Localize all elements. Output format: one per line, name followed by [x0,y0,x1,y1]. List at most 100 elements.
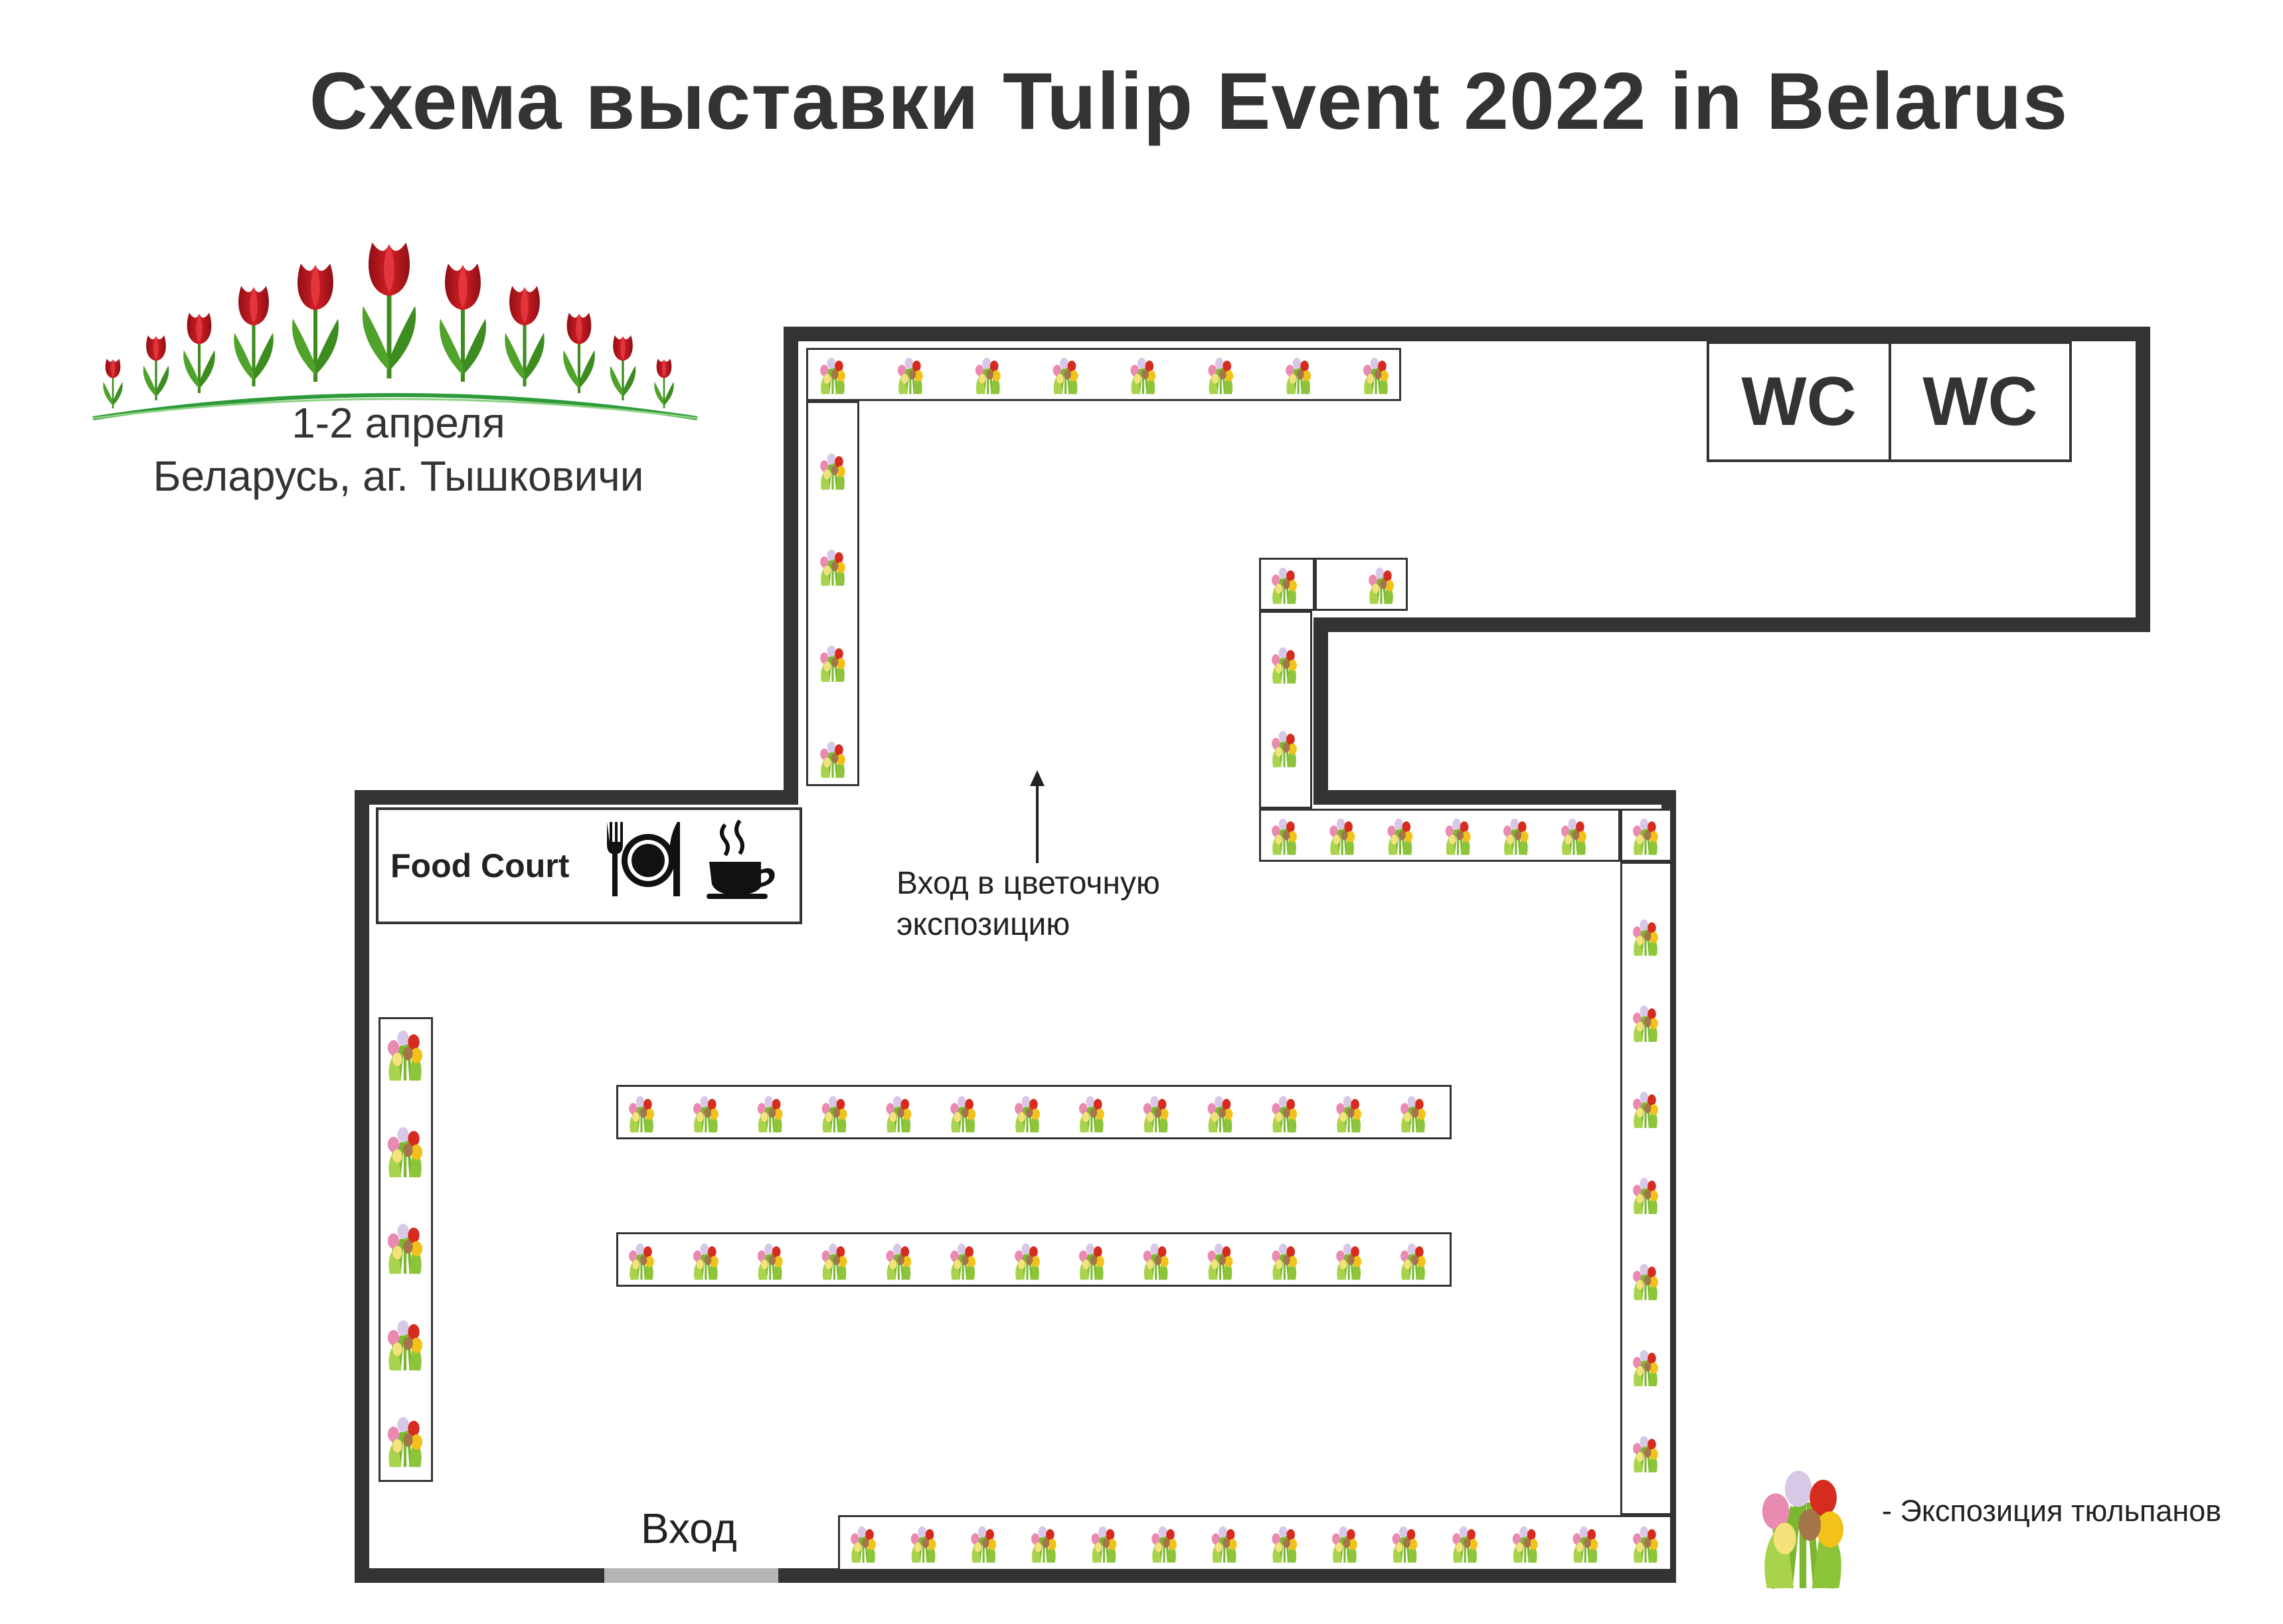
tulip-bouquet-icon [1367,566,1395,606]
tulip-bouquet-icon [1052,357,1080,396]
tulip-bouquet-icon [821,1242,848,1281]
exhibit-strip-middle [1259,809,1620,862]
tulip-bouquet-icon [1207,1242,1234,1281]
wall-bottom-left [355,1568,604,1583]
tulip-bouquet-icon [1335,1242,1363,1281]
tulip-bouquet-icon [1207,357,1234,396]
tulip-bouquet-icon [1207,1095,1234,1134]
tulip-bouquet-icon [756,1242,784,1281]
tulip-bouquet-icon [1078,1095,1106,1134]
tulip-bouquet-icon [1560,817,1588,856]
tulip-bouquet-icon [388,1030,422,1080]
tulip-bouquet-icon [692,1095,720,1134]
tulip-bouquet-icon [1632,1004,1659,1043]
tulip-bouquet-icon [1335,1095,1363,1134]
tulip-bouquet-icon [819,452,847,491]
exhibit-strip-upper-left [806,401,859,786]
tulip-bouquet-icon [388,1417,422,1467]
wc-left-label: WC [1741,363,1857,440]
tulip-bouquet-icon [949,1095,977,1134]
wall-step-vertical [1313,617,1328,805]
tulip-bouquet-icon [1632,1525,1659,1564]
tulip-bouquet-icon [1502,817,1530,856]
tulip-bouquet-icon [1270,1242,1298,1281]
wc-right: WC [1889,341,2072,462]
tulip-bouquet-icon [1632,1177,1659,1216]
tulip-bouquet-icon [1331,1525,1359,1564]
tulip-bouquet-icon [1362,357,1390,396]
wall-bottom-right [778,1568,1676,1583]
tulip-bouquet-icon [1142,1095,1170,1134]
tulip-bouquet-icon [1399,1095,1427,1134]
legend-label: - Экспозиция тюльпанов [1882,1494,2222,1528]
tulip-bouquet-icon [1270,646,1298,685]
exhibit-strip-center-top-left [1259,558,1315,611]
tulip-bouquet-icon [819,740,847,779]
tulip-bouquet-icon [1399,1242,1427,1281]
tulip-bouquet-icon [1090,1525,1118,1564]
tulip-bouquet-icon [885,1095,912,1134]
tulip-bouquet-icon [1632,1435,1659,1474]
exhibit-strip-center-vertical [1259,611,1312,809]
wc-right-label: WC [1922,363,2038,440]
entrance-doorway [604,1568,778,1583]
tulip-bouquet-icon [910,1525,938,1564]
tulip-bouquet-icon [1270,730,1298,769]
tulip-bouquet-icon [1386,817,1414,856]
wall-step-top [1313,617,2150,632]
tulip-bouquet-icon [1270,1095,1298,1134]
tulip-bouquet-icon [819,357,847,396]
tulip-bouquet-icon [1451,1525,1479,1564]
tulip-bouquet-icon [1391,1525,1419,1564]
flower-entrance-note: Вход в цветочную экспозицию [896,863,1160,945]
wall-main-top [355,790,798,805]
wc-left: WC [1707,341,1891,462]
tulip-bouquet-icon [1211,1525,1238,1564]
tulip-bouquet-icon [1013,1242,1041,1281]
tulip-bouquet-icon [692,1242,720,1281]
tulip-bouquet-icon [821,1095,848,1134]
cutlery-plate-icon [607,822,680,896]
tulip-bouquet-icon [1270,1525,1298,1564]
tulip-bouquet-icon [819,548,847,587]
flower-entrance-note-line1: Вход в цветочную [896,866,1160,901]
tulip-bouquet-icon [1142,1242,1170,1281]
tulip-bouquet-icon [388,1321,422,1370]
tulip-bouquet-icon [1270,817,1298,856]
tulip-bouquet-icon [974,357,1002,396]
page-title: Схема выставки Tulip Event 2022 in Belar… [309,56,2069,146]
tulip-bouquet-icon [819,644,847,683]
tulip-bouquet-icon [1328,817,1356,856]
tulip-bouquet-icon [628,1242,655,1281]
food-court-label: Food Court [390,847,570,884]
tulip-bouquet-icon [1632,1348,1659,1388]
tulip-bouquet-icon [1753,1447,1853,1593]
tulip-bouquet-icon [388,1224,422,1273]
coffee-cup-icon [707,819,775,899]
tulip-bouquet-icon [1013,1095,1041,1134]
tulip-bouquet-icon [1129,357,1157,396]
wall-step-lower [1313,790,1676,805]
tulip-bouquet-icon [1632,1090,1659,1129]
wall-upper-top [784,327,2150,341]
tulip-bouquet-icon [1571,1525,1599,1564]
tulip-bouquet-icon [1150,1525,1178,1564]
tulip-bouquet-icon [1511,1525,1539,1564]
tulip-bouquet-icon [849,1525,877,1564]
event-dates: 1-2 апреля [292,399,505,447]
tulip-bouquet-icon [896,357,924,396]
flower-entrance-arrow-icon [1030,770,1045,863]
entrance-label: Вход [641,1504,737,1552]
tulip-bouquet-icon [1632,817,1659,856]
tulip-bouquet-icon [970,1525,997,1564]
tulip-bouquet-icon [1444,817,1472,856]
tulip-bouquet-icon [388,1127,422,1177]
tulip-bouquet-icon [1632,1262,1659,1301]
tulip-bouquet-icon [885,1242,912,1281]
tulip-bouquet-icon [1270,566,1298,606]
wall-main-left [355,790,369,1583]
tulip-row-logo [92,219,698,420]
wall-upper-left [784,327,798,805]
tulip-bouquet-icon [1030,1525,1058,1564]
